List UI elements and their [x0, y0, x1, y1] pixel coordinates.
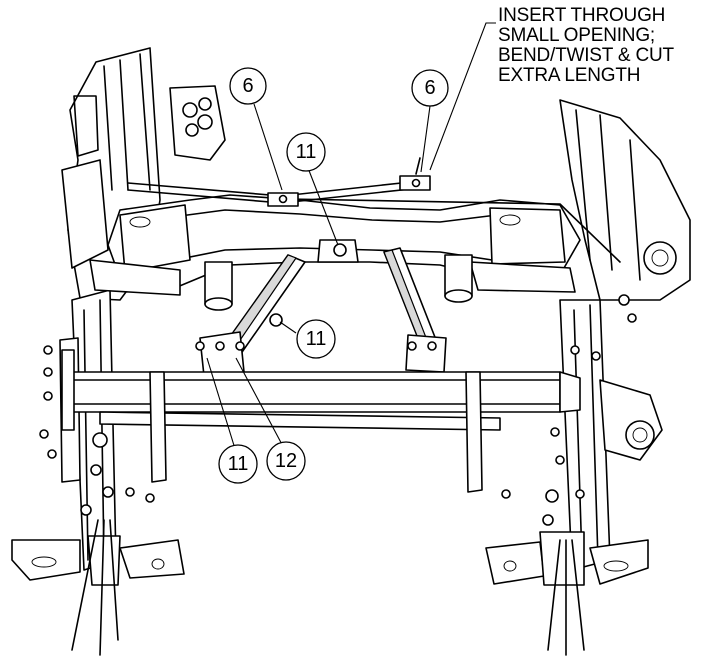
callout-6-left-label: 6 — [242, 75, 253, 97]
note-line-4: EXTRA LENGTH — [498, 65, 641, 86]
strap-ends — [71, 519, 585, 656]
crossmember-tubes — [204, 239, 473, 311]
callout-11-bottom-label: 11 — [228, 453, 249, 475]
right-frame-rail — [559, 99, 691, 571]
left-frame-rail — [59, 47, 226, 571]
callout-12-label: 12 — [275, 450, 297, 472]
leader-lines — [206, 22, 496, 453]
bottom-brackets — [11, 531, 649, 586]
note-line-2: SMALL OPENING; — [498, 25, 655, 46]
callout-11-top: 11 — [286, 132, 326, 172]
callout-11-middle-label: 11 — [306, 328, 327, 350]
callout-11-bottom: 11 — [218, 444, 258, 484]
note-line-1: INSERT THROUGH — [498, 5, 666, 26]
cable-wire — [127, 157, 621, 263]
bolt-hardware — [39, 294, 637, 526]
note-line-3: BEND/TWIST & CUT — [498, 45, 674, 66]
lower-tube — [61, 349, 581, 493]
installation-note: INSERT THROUGH SMALL OPENING; BEND/TWIST… — [498, 6, 708, 86]
callout-6-right: 6 — [411, 69, 449, 107]
callout-11-middle: 11 — [296, 319, 336, 359]
support-arms — [199, 247, 447, 377]
callout-11-top-label: 11 — [296, 141, 317, 163]
callout-6-left: 6 — [229, 67, 267, 105]
callout-12: 12 — [266, 441, 306, 481]
callout-6-right-label: 6 — [424, 77, 435, 99]
